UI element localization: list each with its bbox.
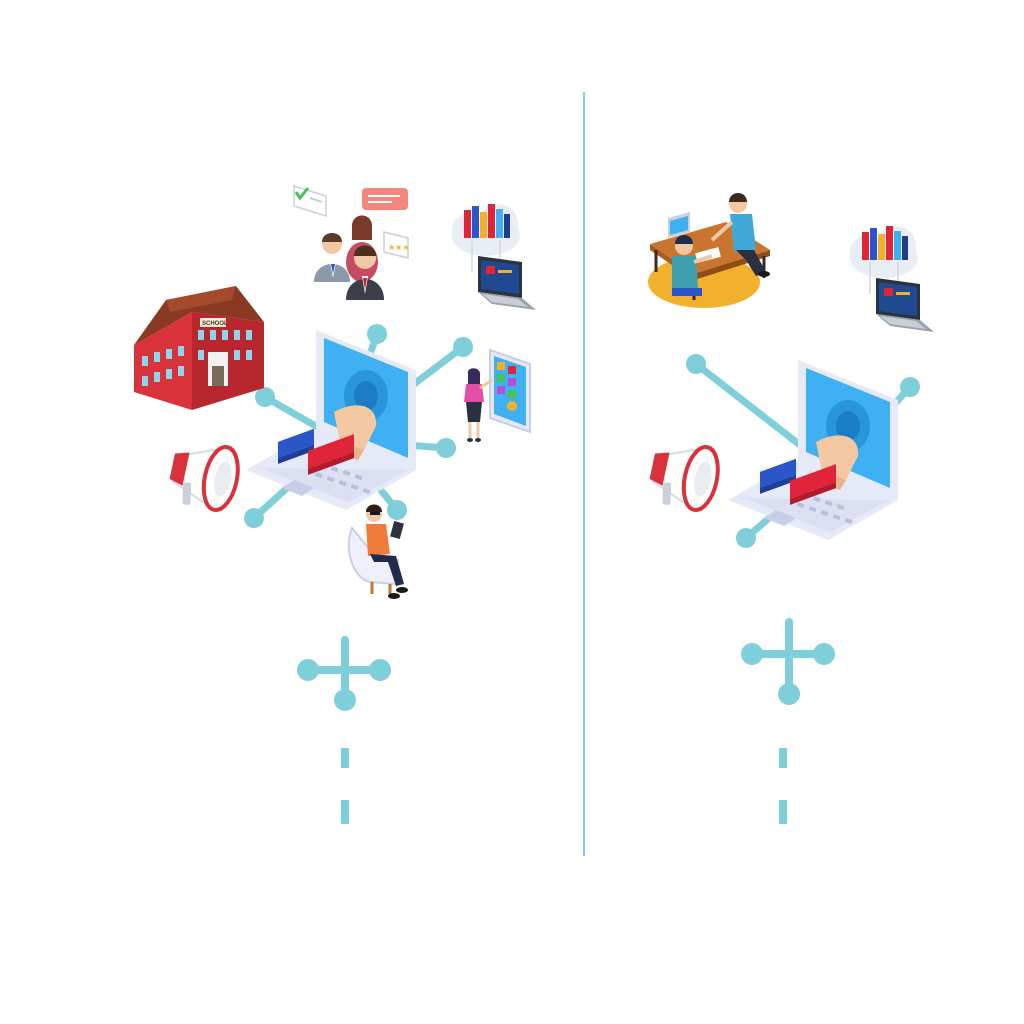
svg-text:★★★: ★★★ (388, 243, 410, 252)
right-panel (642, 193, 935, 824)
reader-in-chair-icon (347, 504, 408, 599)
magnet-laptop-icon (728, 360, 898, 540)
dashboard-presenter-icon (464, 348, 531, 442)
megaphone-icon (642, 434, 726, 517)
cloud-library-laptop-icon (849, 225, 935, 333)
school-building-icon: SCHOOL (134, 286, 264, 410)
magnet-laptop-icon (246, 330, 416, 510)
megaphone-icon (162, 434, 246, 517)
right-bottom-connector (741, 618, 835, 824)
school-sign: SCHOOL (202, 321, 228, 327)
cloud-library-laptop-icon (451, 203, 537, 311)
team-meeting-icon: ★★★ (293, 184, 410, 300)
left-bottom-connector (297, 636, 391, 824)
tutoring-desk-icon (648, 193, 770, 308)
left-panel: SCHOOL ★★★ (134, 184, 537, 824)
